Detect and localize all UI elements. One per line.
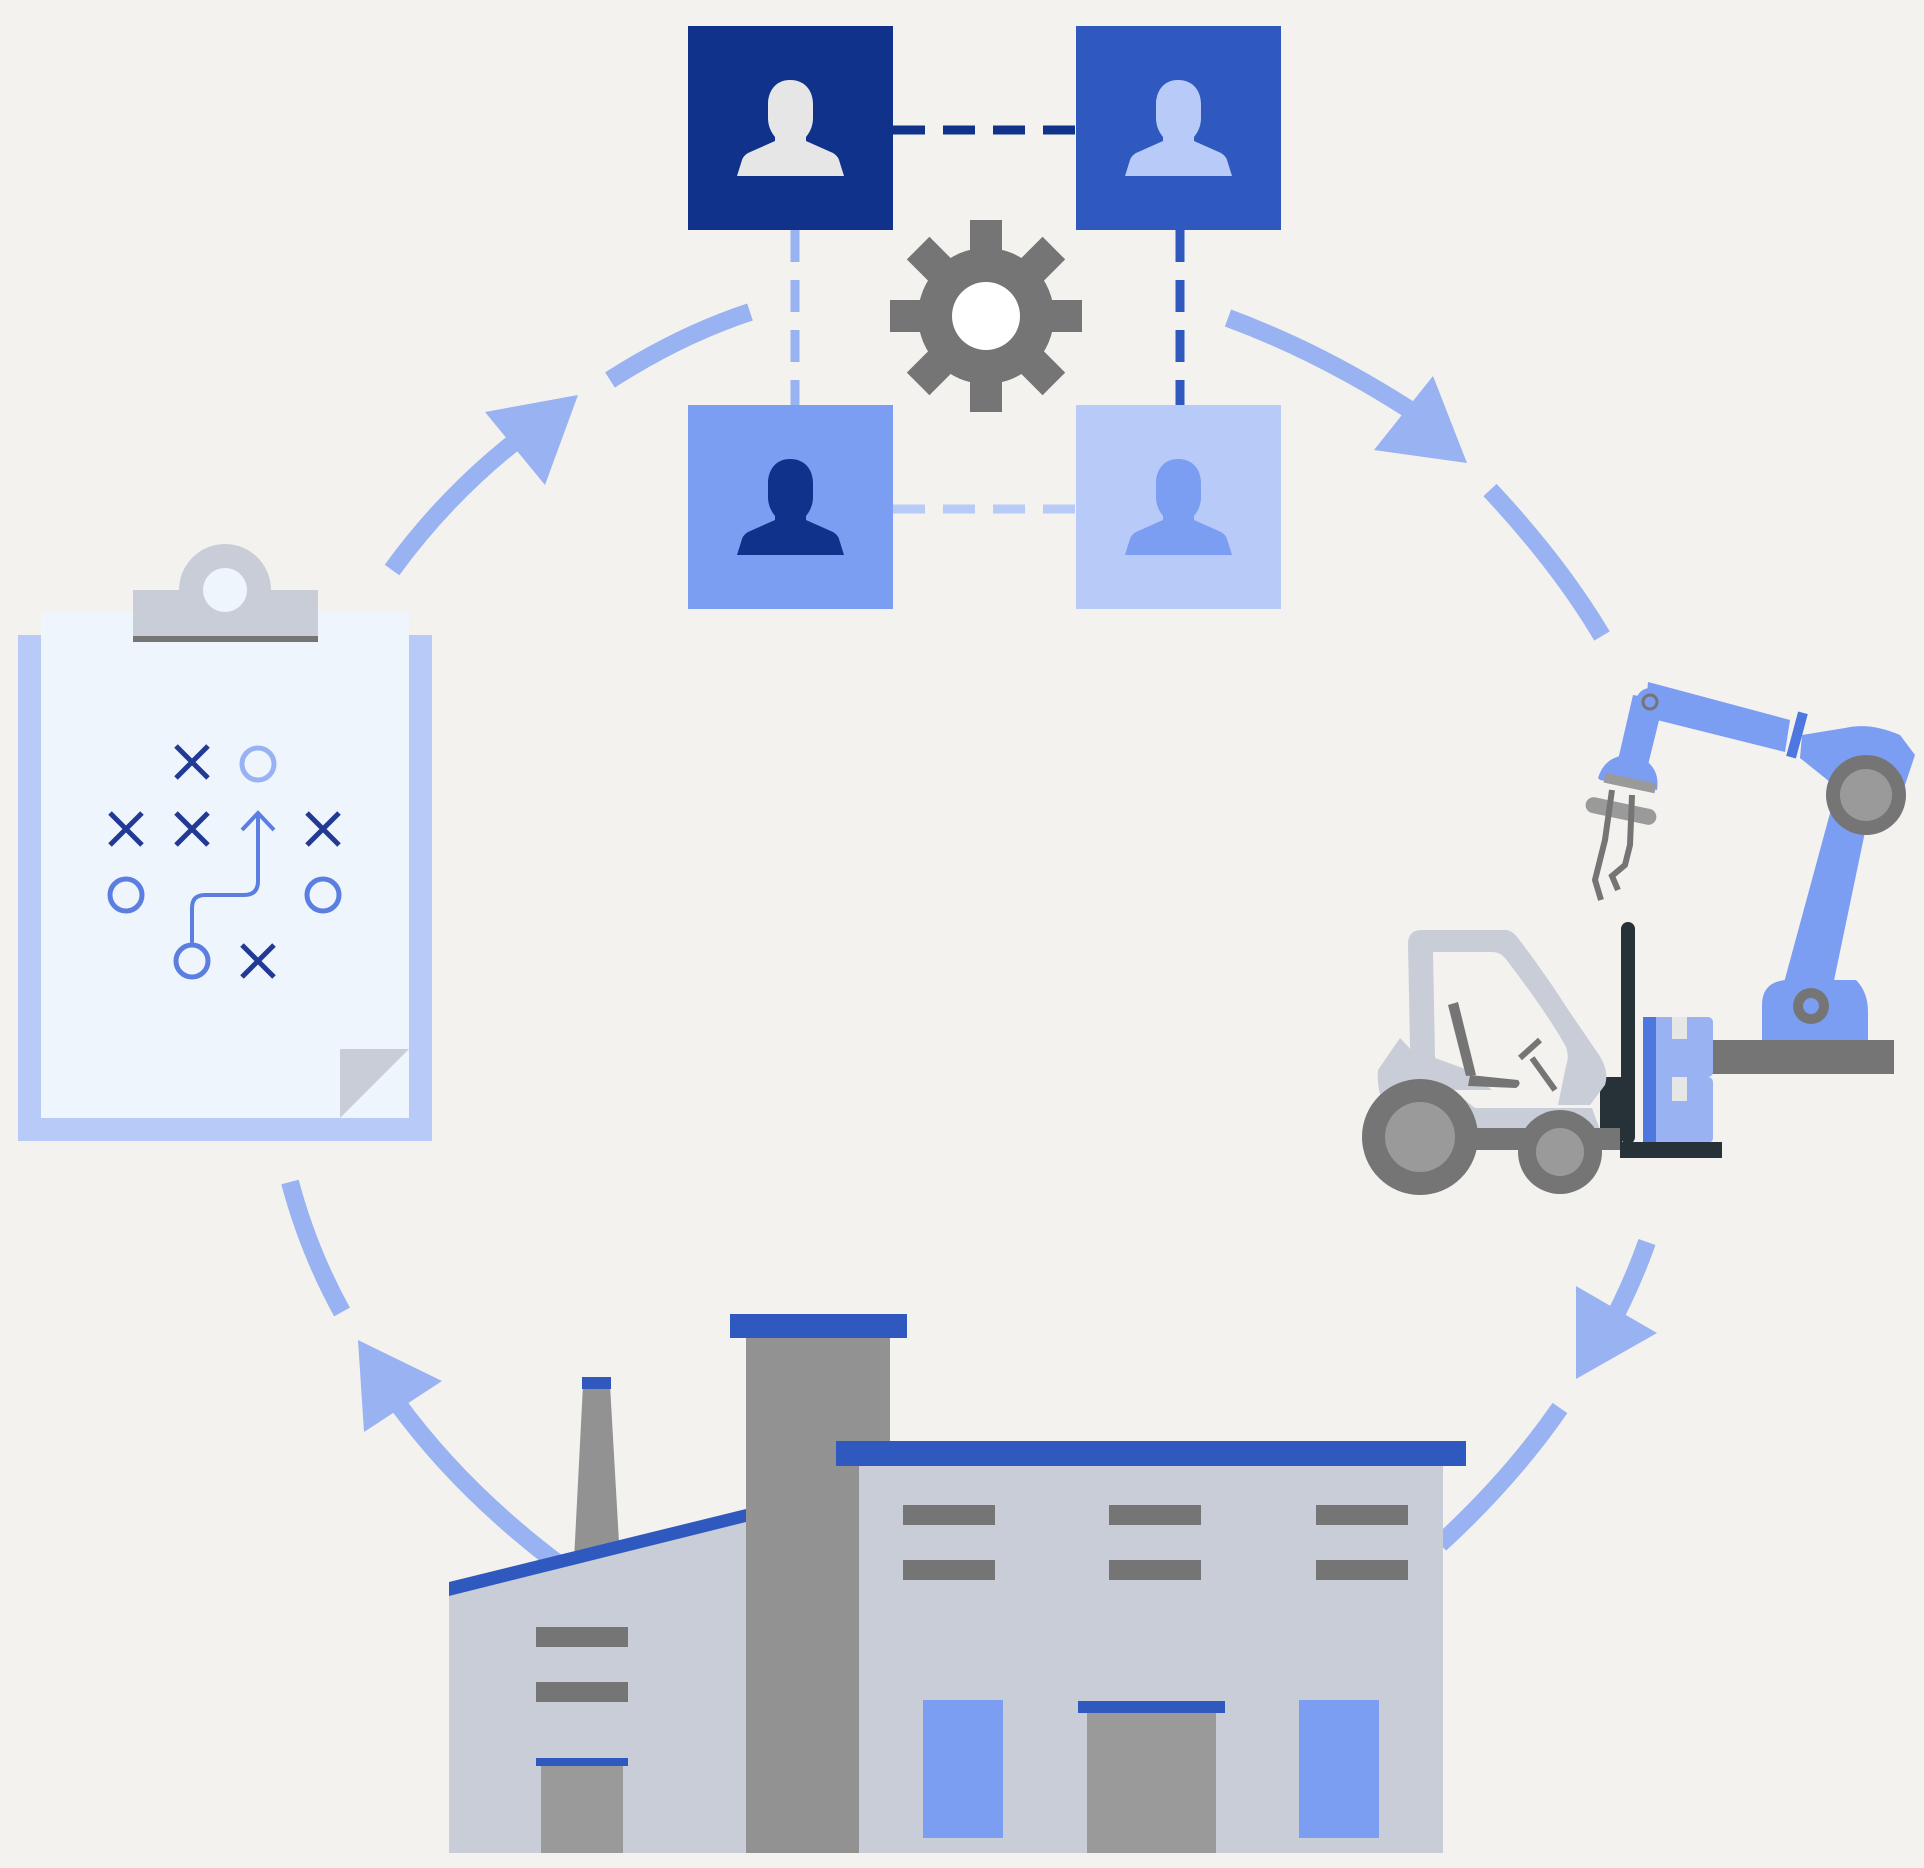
cycle-arrows [281,303,1656,1573]
team-member-tile-1 [688,26,893,230]
x-mark [174,811,210,847]
arc-factory-to-plan-2 [281,1179,350,1317]
team-member-tile-3 [688,405,893,609]
o-mark [173,942,211,980]
arc-plan-to-team-2 [605,303,753,388]
x-mark [305,811,341,847]
arrow-head-bottom-right [1576,1286,1657,1379]
play-o-marks [107,745,342,980]
clipboard-clip [133,544,318,642]
team-collaboration-icon [688,26,1281,609]
factory-panel-left [923,1700,1003,1838]
person-icon [737,80,844,176]
clipboard-play-diagram-icon [18,544,432,1141]
o-mark [239,745,277,783]
arc-automation-to-factory-2 [1433,1402,1568,1551]
robot-arm [1585,682,1915,1040]
person-icon [1125,459,1232,555]
factory-main-door [1087,1712,1216,1853]
conveyor-platform [1708,1040,1894,1074]
x-mark [108,811,144,847]
factory-left-door [541,1766,623,1853]
arc-factory-to-plan [387,1394,566,1573]
arrow-head-top-left [485,395,578,485]
person-icon [1125,80,1232,176]
arrow-head-top-right [1374,376,1467,463]
x-mark [174,744,210,780]
play-x-marks [108,744,341,979]
arc-team-to-automation-2 [1483,483,1610,641]
cargo-boxes [1643,1017,1713,1143]
o-mark [304,876,342,914]
robot-arm-forklift-icon [1362,682,1915,1195]
arc-plan-to-team [384,422,536,576]
team-member-tile-2 [1076,26,1281,230]
arrow-heads [358,376,1657,1432]
paper-dog-ear [340,1049,409,1118]
o-mark [107,876,145,914]
factory-windows [903,1505,1408,1580]
clipboard-paper [41,611,409,1118]
arrow-head-bottom-left [358,1340,442,1432]
team-member-tile-4 [1076,405,1281,609]
play-route-arrow [190,810,276,944]
arc-team-to-automation [1224,309,1415,418]
person-icon [737,459,844,555]
factory-panel-right [1299,1700,1379,1838]
x-mark [240,943,276,979]
gear-icon [890,220,1082,412]
forklift [1362,922,1722,1195]
team-connectors [790,125,1185,514]
factory-small-chimney [574,1385,620,1560]
factory-icon [449,1314,1466,1853]
